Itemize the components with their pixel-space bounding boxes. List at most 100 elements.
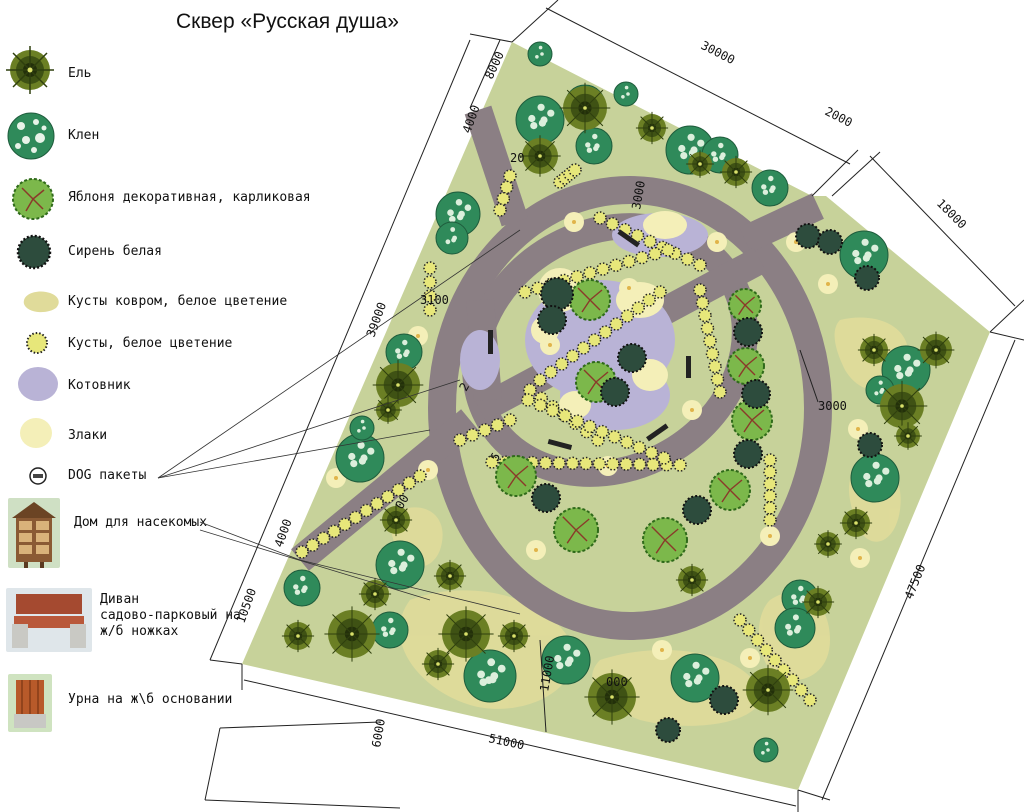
shrub-icon <box>609 258 623 273</box>
shrub-icon <box>552 456 566 470</box>
grass-beds <box>531 211 687 419</box>
legend-item-carpet: Кусты ковром, белое цветение <box>0 286 300 326</box>
shrub-icon <box>503 413 517 427</box>
legend-item-insect: Дом для насекомых <box>0 498 300 568</box>
legend-label-carpet: Кусты ковром, белое цветение <box>68 294 288 309</box>
shrub-icon <box>498 455 513 469</box>
shrub-icon <box>558 409 572 423</box>
lilac-icon <box>537 305 567 335</box>
legend-label-spruce: Ель <box>68 66 92 81</box>
shrub-icon <box>568 163 582 177</box>
shrub-icon <box>646 457 660 472</box>
legend-item-dog: DOG пакеты <box>0 464 300 504</box>
lilac-icon <box>857 432 883 458</box>
shrub-icon <box>777 663 791 677</box>
grass-tuft-icon <box>740 648 760 668</box>
shrub-icon <box>338 517 352 532</box>
dim-6000: 6000 <box>369 718 388 749</box>
shrub-icon <box>705 347 720 361</box>
shrub-icon <box>512 455 526 470</box>
legend-label-maple: Клен <box>68 128 100 143</box>
legend-label-urn: Урна на ж\б основании <box>68 692 233 707</box>
shrub-icon <box>763 501 777 515</box>
grass-tuft-icon <box>707 232 727 252</box>
dim-5: 5 <box>487 450 503 463</box>
shrub-icon <box>523 383 537 397</box>
shrub-icon <box>525 455 540 470</box>
shrub-icon <box>533 373 547 387</box>
spruce-icon <box>686 150 714 178</box>
shrub-icon <box>583 266 597 280</box>
shrub-icon <box>680 252 695 266</box>
page-title: Сквер «Русская душа» <box>176 10 399 33</box>
spruce-trees <box>281 82 955 725</box>
shrub-icon <box>565 456 580 471</box>
shrub-icon <box>295 545 309 559</box>
maple-icon <box>527 41 553 67</box>
dog-bag-icon <box>29 467 47 485</box>
bench-icon <box>6 588 92 652</box>
legend-item-maple: Клен <box>0 110 300 160</box>
shrub-icon <box>553 175 567 189</box>
shrub-icon <box>496 191 511 206</box>
shrub-icon <box>558 171 572 185</box>
shrub-icon <box>423 275 437 289</box>
shrub-icon <box>659 458 674 472</box>
shrub-icon <box>619 457 634 471</box>
shrub-icon <box>465 428 480 442</box>
shrub-icon <box>544 277 558 292</box>
spruce-icon <box>519 135 561 177</box>
maple-trees <box>283 41 931 763</box>
lilac-icon <box>540 277 574 311</box>
shrub-icon <box>545 403 560 418</box>
spruce-icon <box>421 647 455 681</box>
shrub-icon <box>555 357 569 371</box>
grass-tuft-icon <box>818 274 838 294</box>
lilac-icon <box>682 495 712 525</box>
bench-label-line-3: ж/б ножках <box>100 624 179 639</box>
legend-item-catnip: Котовник <box>0 364 300 404</box>
legend-item-bench: Диван садово-парковый на ж/б ножках <box>0 588 300 652</box>
spruce-icon <box>801 585 835 619</box>
catnip-icon <box>18 367 58 401</box>
shrub-icon <box>587 333 602 347</box>
maple-icon <box>375 540 425 590</box>
maple-icon <box>463 649 517 703</box>
spruce-icon <box>6 46 54 94</box>
shrub-icon <box>391 483 406 497</box>
shrub-icon <box>620 309 635 323</box>
grass-tuft-icon <box>598 456 618 476</box>
shrub-icon <box>359 503 374 518</box>
shrub-icon <box>763 465 777 479</box>
shrub-icon <box>598 325 613 339</box>
shrub-icon <box>423 289 437 303</box>
spruce-icon <box>814 530 842 558</box>
dim-3100: 3100 <box>420 293 449 307</box>
spruce-icon <box>438 606 494 662</box>
apple-tree-icon <box>728 288 762 322</box>
dimension-lines <box>204 0 1024 812</box>
spruce-icon <box>497 619 531 653</box>
shrub-icon <box>620 435 634 449</box>
grass-tuft-icon <box>652 640 672 660</box>
shrub-icon <box>657 451 671 465</box>
lilac-icon <box>709 685 739 715</box>
spruce-icon <box>876 380 928 432</box>
lilac-icon <box>16 234 52 270</box>
shrub-icon <box>673 458 687 472</box>
shrub-icon <box>402 476 417 490</box>
shrub-icon <box>648 247 662 261</box>
legend-item-apple: Яблоня декоративная, карликовая <box>0 176 311 220</box>
grass-tuft-icon <box>619 278 639 298</box>
lilac-icon <box>655 717 681 743</box>
legend-label-catnip: Котовник <box>68 378 131 393</box>
spruce-icon <box>635 111 669 145</box>
shrub-icon <box>596 262 610 276</box>
spruce-icon <box>379 503 413 537</box>
shrub-icon <box>423 303 437 317</box>
shrub-icon <box>490 418 505 432</box>
catnip-beds <box>460 213 708 430</box>
maple-icon <box>753 737 779 763</box>
apple-tree-icon <box>12 178 54 220</box>
shrub-icon <box>545 399 560 414</box>
